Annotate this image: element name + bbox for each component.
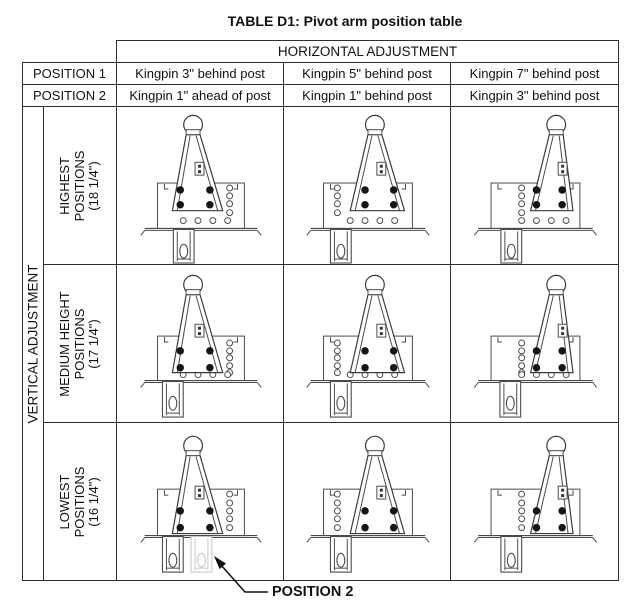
pivot-arm-drawing [306, 435, 430, 573]
page-title: TABLE D1: Pivot arm position table [227, 13, 463, 29]
row-label-medium-line1: MEDIUM HEIGHT [57, 290, 73, 397]
row-label-medium-line3: (17 1/4") [86, 318, 102, 369]
row-label-highest-line1: HIGHEST [57, 156, 73, 215]
position2-col2-value: Kingpin 1" behind post [283, 84, 451, 107]
pivot-arm-diagram-r3c2 [283, 422, 451, 581]
row-label-highest-line2: POSITIONS [71, 150, 87, 221]
position1-col1-value: Kingpin 3" behind post [116, 62, 284, 85]
vertical-adjustment-header-cell: VERTICAL ADJUSTMENT [22, 106, 44, 581]
pivot-arm-drawing [473, 274, 598, 418]
row-label-medium-line2: POSITIONS [71, 308, 87, 379]
pivot-arm-drawing [473, 435, 598, 573]
row-label-highest-line3: (18 1/4") [86, 160, 102, 211]
row-label-lowest-line3: (16 1/4") [86, 476, 102, 527]
pivot-arm-diagram-r3c3 [450, 422, 619, 581]
pivot-arm-drawing [306, 274, 430, 418]
pivot-arm-diagram-r3c1 [116, 422, 284, 581]
pivot-arm-drawing [306, 114, 430, 264]
row-label-lowest: LOWEST POSITIONS (16 1/4") [43, 422, 117, 581]
position1-col2-value: Kingpin 5" behind post [283, 62, 451, 85]
pivot-arm-diagram-r1c2 [283, 106, 451, 265]
pivot-arm-diagram-r1c1 [116, 106, 284, 265]
row-label-highest: HIGHEST POSITIONS (18 1/4") [43, 106, 117, 265]
position2-row-label: POSITION 2 [22, 84, 117, 107]
vertical-adjustment-header: VERTICAL ADJUSTMENT [25, 263, 41, 424]
pivot-arm-diagram-r1c3 [450, 106, 619, 265]
position2-col3-value: Kingpin 3" behind post [450, 84, 619, 107]
position-2-arrow [214, 556, 268, 593]
pivot-arm-diagram-r2c1 [116, 264, 284, 423]
pivot-arm-drawing [473, 114, 598, 264]
row-label-medium: MEDIUM HEIGHT POSITIONS (17 1/4") [43, 264, 117, 423]
horizontal-adjustment-header: HORIZONTAL ADJUSTMENT [116, 40, 619, 63]
row-label-lowest-line1: LOWEST [57, 474, 73, 529]
position2-col1-value: Kingpin 1" ahead of post [116, 84, 284, 107]
pivot-arm-diagram-r2c3 [450, 264, 619, 423]
pivot-arm-diagram-r2c2 [283, 264, 451, 423]
position1-row-label: POSITION 1 [22, 62, 117, 85]
pivot-arm-drawing [140, 114, 262, 264]
position-2-callout-label: POSITION 2 [272, 584, 354, 600]
pivot-arm-drawing [140, 435, 262, 573]
pivot-arm-drawing [140, 274, 262, 418]
position1-col3-value: Kingpin 7" behind post [450, 62, 619, 85]
row-label-lowest-line2: POSITIONS [71, 466, 87, 537]
